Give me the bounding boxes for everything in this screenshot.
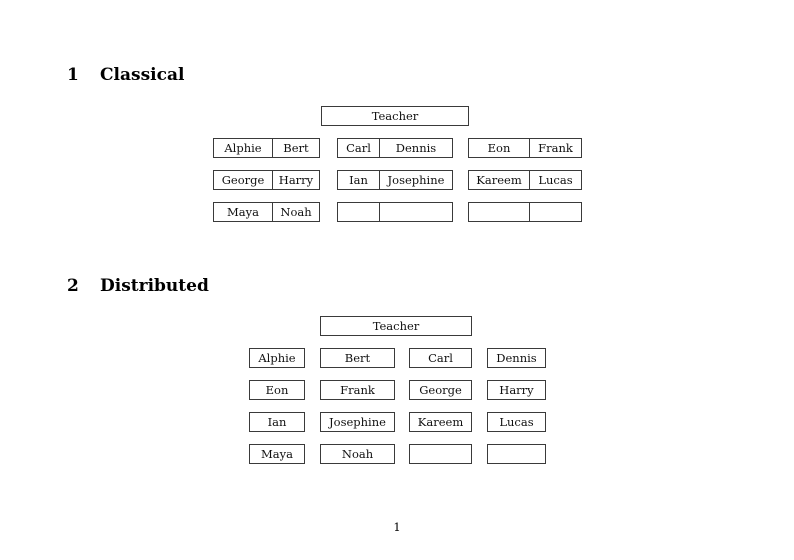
student-cell: Bert <box>272 139 319 157</box>
classical-group-left-row-1[interactable]: Alphie Bert <box>213 138 320 158</box>
student-cell: Frank <box>340 383 375 397</box>
distributed-cell-box[interactable]: Alphie <box>249 348 305 368</box>
student-cell: Harry <box>272 171 319 189</box>
student-cell: Lucas <box>529 171 581 189</box>
student-cell: Ian <box>267 415 287 429</box>
student-cell: Alphie <box>258 351 296 365</box>
student-cell: George <box>221 173 265 187</box>
student-cell: Eon <box>487 141 511 155</box>
classical-group-left-row-3[interactable]: Maya Noah <box>213 202 320 222</box>
section-number: 2 <box>67 276 79 296</box>
distributed-cell-box[interactable]: Noah <box>320 444 395 464</box>
student-cell: Alphie <box>224 141 262 155</box>
student-cell <box>338 203 379 221</box>
distributed-cell-box[interactable]: Kareem <box>409 412 472 432</box>
classical-group-right-row-2[interactable]: Kareem Lucas <box>468 170 582 190</box>
student-cell: Kareem <box>476 173 522 187</box>
distributed-cell-box[interactable]: Bert <box>320 348 395 368</box>
student-cell: Bert <box>344 351 371 365</box>
student-cell: George <box>419 383 462 397</box>
classical-group-middle-row-2[interactable]: Ian Josephine <box>337 170 453 190</box>
student-cell: Maya <box>227 205 259 219</box>
student-cell <box>529 203 581 221</box>
student-cell: Josephine <box>379 171 452 189</box>
distributed-teacher-box[interactable]: Teacher <box>320 316 472 336</box>
distributed-cell-box[interactable]: Dennis <box>487 348 546 368</box>
teacher-cell: Teacher <box>372 319 420 333</box>
distributed-cell-box[interactable]: Carl <box>409 348 472 368</box>
classical-group-right-row-3[interactable] <box>468 202 582 222</box>
student-cell <box>469 203 529 221</box>
classical-group-right-row-1[interactable]: Eon Frank <box>468 138 582 158</box>
classical-group-middle-row-1[interactable]: Carl Dennis <box>337 138 453 158</box>
student-cell <box>410 445 471 463</box>
page-number: 1 <box>393 520 401 534</box>
student-cell: Dennis <box>379 139 452 157</box>
student-cell: Josephine <box>329 415 386 429</box>
student-cell: Dennis <box>496 351 537 365</box>
student-cell: Carl <box>428 351 453 365</box>
distributed-cell-box[interactable]: Ian <box>249 412 305 432</box>
section-title: Distributed <box>100 276 209 296</box>
student-cell <box>488 445 545 463</box>
student-cell: Noah <box>341 447 374 461</box>
distributed-cell-box[interactable]: Frank <box>320 380 395 400</box>
classical-group-left-row-2[interactable]: George Harry <box>213 170 320 190</box>
student-cell: Carl <box>346 141 371 155</box>
student-cell: Maya <box>261 447 293 461</box>
section-title: Classical <box>100 65 185 85</box>
distributed-cell-box[interactable]: Harry <box>487 380 546 400</box>
student-cell <box>379 203 452 221</box>
distributed-cell-box[interactable]: Lucas <box>487 412 546 432</box>
distributed-cell-box[interactable]: Maya <box>249 444 305 464</box>
student-cell: Lucas <box>499 415 534 429</box>
classical-group-middle-row-3[interactable] <box>337 202 453 222</box>
student-cell: Noah <box>272 203 319 221</box>
distributed-cell-box[interactable] <box>487 444 546 464</box>
distributed-cell-box[interactable]: Josephine <box>320 412 395 432</box>
classical-teacher-box[interactable]: Teacher <box>321 106 469 126</box>
distributed-cell-box[interactable]: George <box>409 380 472 400</box>
student-cell: Harry <box>499 383 534 397</box>
student-cell: Eon <box>265 383 289 397</box>
student-cell: Frank <box>529 139 581 157</box>
distributed-cell-box[interactable]: Eon <box>249 380 305 400</box>
distributed-cell-box[interactable] <box>409 444 472 464</box>
section-number: 1 <box>67 65 79 85</box>
teacher-cell: Teacher <box>371 109 419 123</box>
student-cell: Ian <box>349 173 368 187</box>
student-cell: Kareem <box>417 415 464 429</box>
